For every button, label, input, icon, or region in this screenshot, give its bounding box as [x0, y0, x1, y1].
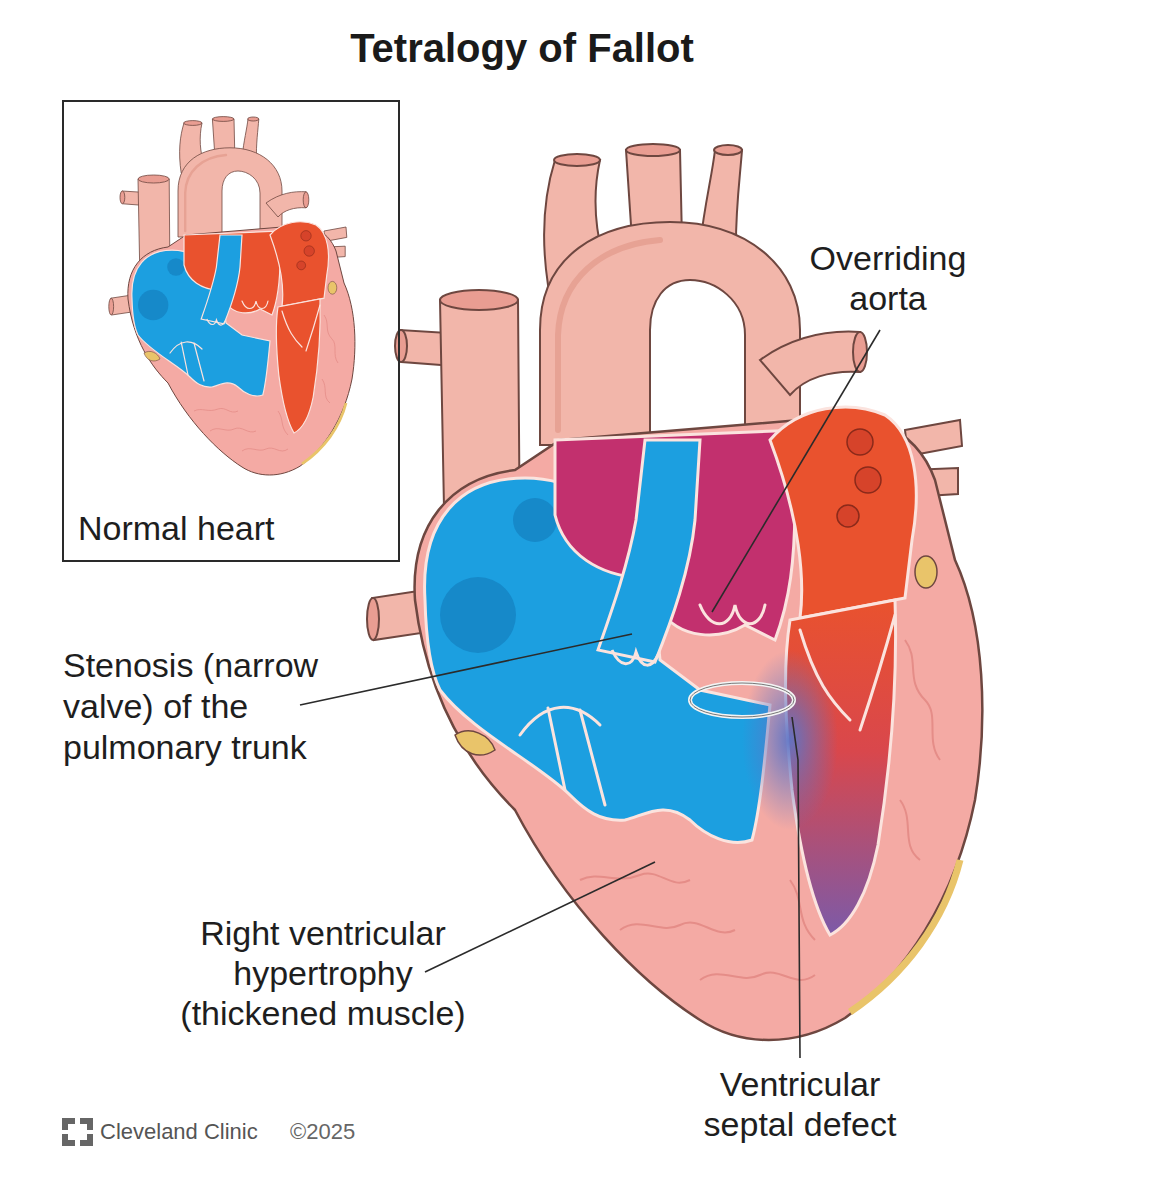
defect-marker-edge	[690, 683, 794, 717]
part-label: Overriding aorta	[783, 238, 993, 318]
leader-line	[300, 634, 632, 705]
leader-line	[425, 862, 655, 972]
part-label-holder: Stenosis (narrow valve) of the pulmonary…	[63, 645, 363, 768]
copyright-note: ©2025	[290, 1118, 410, 1146]
part-label: Ventricular septal defect	[680, 1064, 920, 1144]
logo-corner	[62, 1134, 75, 1146]
diagram-title-holder: Tetralogy of Fallot	[222, 24, 822, 72]
inset-frame: Normal heart	[62, 100, 400, 562]
part-label-holder: Right ventricular hypertrophy (thickened…	[153, 913, 493, 1033]
logo-corner	[62, 1118, 75, 1130]
diagram-title: Tetralogy of Fallot	[222, 24, 822, 72]
logo-corner	[80, 1134, 93, 1146]
heart-drawing-normal	[109, 117, 355, 475]
part-label-holder: Overriding aorta	[783, 238, 993, 318]
leader-line	[712, 330, 880, 612]
part-label: Stenosis (narrow valve) of the pulmonary…	[63, 645, 363, 768]
defect-marker	[690, 683, 794, 717]
part-label: Right ventricular hypertrophy (thickened…	[153, 913, 493, 1033]
copyright-note-holder: ©2025	[290, 1118, 410, 1146]
brand-name-holder: Cleveland Clinic	[100, 1118, 285, 1146]
inset-caption: Normal heart	[78, 508, 275, 548]
brand-logo	[62, 1118, 93, 1146]
leader-line	[792, 717, 800, 1058]
heart-drawing-main	[367, 144, 982, 1040]
logo-corner	[80, 1118, 93, 1130]
part-label-holder: Ventricular septal defect	[680, 1064, 920, 1144]
brand-name: Cleveland Clinic	[100, 1118, 285, 1146]
